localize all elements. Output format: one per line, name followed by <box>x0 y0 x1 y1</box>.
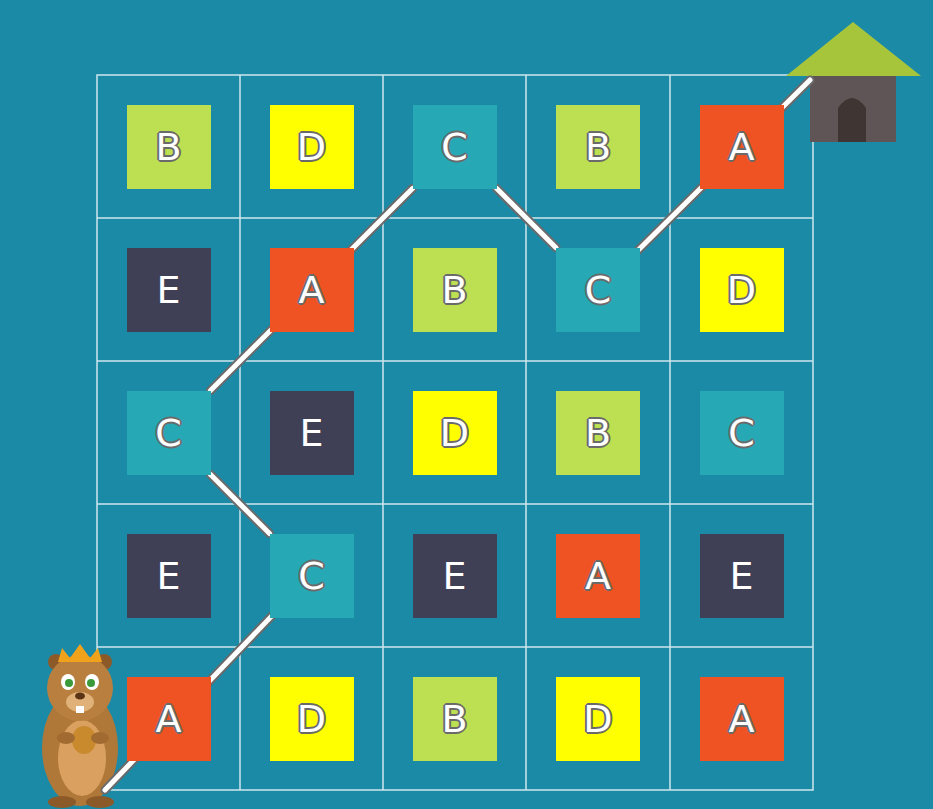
tile-letter: B <box>441 700 467 738</box>
letter-tile: E <box>270 391 354 475</box>
letter-tile: A <box>700 105 784 189</box>
path-segment <box>497 188 557 247</box>
letter-tile: B <box>413 677 497 761</box>
letter-tile: D <box>413 391 497 475</box>
letter-tile: B <box>556 391 640 475</box>
letter-tile: E <box>127 534 211 618</box>
letter-tile: D <box>270 677 354 761</box>
tile-letter: C <box>585 271 612 309</box>
tile-letter: C <box>441 128 468 166</box>
letter-tile: C <box>270 534 354 618</box>
path-stroke <box>211 475 270 534</box>
tile-letter: B <box>441 271 467 309</box>
path-stroke <box>211 189 413 391</box>
letter-tile: C <box>700 391 784 475</box>
tile-letter: B <box>155 128 181 166</box>
tile-letter: B <box>585 128 611 166</box>
path-stroke <box>211 475 270 534</box>
letter-tile: A <box>556 534 640 618</box>
tile-letter: A <box>729 700 755 738</box>
letter-tile: C <box>127 391 211 475</box>
letter-tile: D <box>700 248 784 332</box>
tile-letter: A <box>729 128 755 166</box>
letter-tile: E <box>700 534 784 618</box>
tile-letter: D <box>297 700 326 738</box>
letter-tile: D <box>556 677 640 761</box>
tile-letter: C <box>298 557 325 595</box>
tile-letter: A <box>156 700 182 738</box>
letter-tile: B <box>556 105 640 189</box>
letter-tile: C <box>556 248 640 332</box>
letter-tile: B <box>413 248 497 332</box>
path-segment <box>211 189 413 391</box>
tile-letter: C <box>155 414 182 452</box>
letter-tile: A <box>700 677 784 761</box>
letter-tile: A <box>127 677 211 761</box>
tile-letter: D <box>440 414 469 452</box>
tile-letter: B <box>585 414 611 452</box>
tile-letter: E <box>156 271 180 309</box>
letter-tile: E <box>413 534 497 618</box>
letter-tile: A <box>270 248 354 332</box>
letter-tile: B <box>127 105 211 189</box>
letter-tile: C <box>413 105 497 189</box>
tile-letter: E <box>299 414 323 452</box>
tile-letter: E <box>442 557 466 595</box>
path-stroke <box>497 188 557 247</box>
tile-letter: E <box>729 557 753 595</box>
tile-letter: C <box>728 414 755 452</box>
path-stroke <box>497 188 557 247</box>
tile-letter: D <box>583 700 612 738</box>
path-stroke <box>211 189 413 391</box>
path-segment <box>211 475 270 534</box>
tile-letter: A <box>585 557 611 595</box>
letter-tile: E <box>127 248 211 332</box>
tile-letter: D <box>727 271 756 309</box>
grid-lines <box>97 75 813 790</box>
tile-letter: A <box>299 271 325 309</box>
path-line <box>105 80 810 790</box>
tile-letter: D <box>297 128 326 166</box>
letter-tile: D <box>270 105 354 189</box>
tile-letter: E <box>156 557 180 595</box>
